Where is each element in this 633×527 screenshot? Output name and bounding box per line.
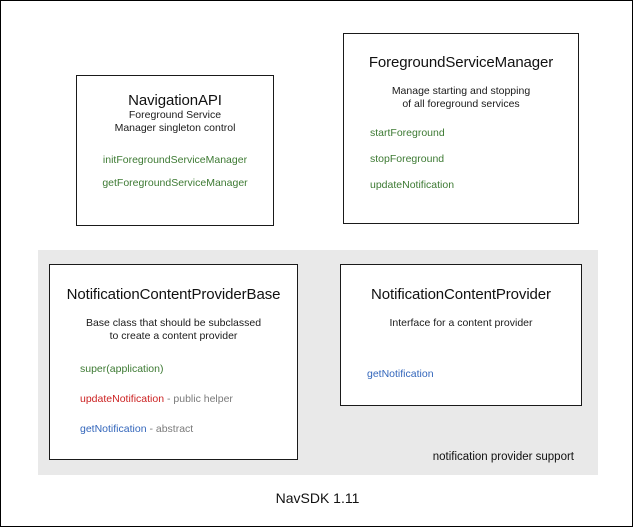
class-description-line: to create a content provider: [109, 330, 238, 342]
class-title: NotificationContentProviderBase: [66, 286, 281, 303]
method-item: super(application): [60, 363, 287, 376]
class-description-line: Foreground Service: [128, 109, 222, 121]
method-item: initForegroundServiceManager: [85, 154, 265, 167]
class-title: ForegroundServiceManager: [368, 54, 554, 71]
footer-caption: NavSDK 1.11: [275, 490, 360, 506]
method-item: startForeground: [356, 127, 566, 140]
method-name: updateNotification: [370, 179, 455, 191]
group-panel-label: notification provider support: [432, 451, 574, 463]
method-item: getNotification - abstract: [60, 423, 287, 436]
method-item: getForegroundServiceManager: [85, 177, 265, 190]
class-description: Foreground Service Manager singleton con…: [85, 109, 265, 135]
method-list: getNotification: [353, 368, 569, 381]
class-description-line: of all foreground services: [402, 98, 520, 110]
method-name: getNotification: [367, 368, 434, 380]
class-title: NavigationAPI: [128, 92, 222, 109]
class-box-navigation-api: NavigationAPI Foreground Service Manager…: [76, 75, 274, 226]
method-note: - public helper: [164, 393, 233, 405]
method-name: getNotification: [80, 423, 147, 435]
method-name: getForegroundServiceManager: [102, 177, 248, 189]
method-name: super(application): [80, 363, 164, 375]
class-description-line: Interface for a content provider: [389, 317, 533, 329]
method-list: super(application) updateNotification - …: [60, 363, 287, 436]
class-title: NotificationContentProvider: [371, 286, 551, 303]
method-name: startForeground: [370, 127, 445, 139]
method-item: stopForeground: [356, 153, 566, 166]
method-name: initForegroundServiceManager: [102, 154, 248, 166]
method-item: getNotification: [353, 368, 569, 381]
class-description-line: Base class that should be subclassed: [85, 317, 262, 329]
method-note: - abstract: [146, 423, 194, 435]
class-box-notification-content-provider-base: NotificationContentProviderBase Base cla…: [49, 264, 298, 460]
method-list: startForeground stopForeground updateNot…: [356, 127, 566, 192]
class-description: Interface for a content provider: [353, 317, 569, 330]
class-description: Manage starting and stopping of all fore…: [356, 85, 566, 111]
class-description-line: Manage starting and stopping: [391, 85, 531, 97]
class-box-notification-content-provider: NotificationContentProvider Interface fo…: [340, 264, 582, 406]
class-description-line: Manager singleton control: [114, 122, 236, 134]
method-list: initForegroundServiceManager getForegrou…: [85, 154, 265, 190]
class-box-foreground-service-manager: ForegroundServiceManager Manage starting…: [343, 33, 579, 224]
method-item: updateNotification: [356, 179, 566, 192]
method-name: updateNotification: [80, 393, 165, 405]
class-description: Base class that should be subclassed to …: [60, 317, 287, 343]
method-name: stopForeground: [370, 153, 445, 165]
method-item: updateNotification - public helper: [60, 393, 287, 406]
